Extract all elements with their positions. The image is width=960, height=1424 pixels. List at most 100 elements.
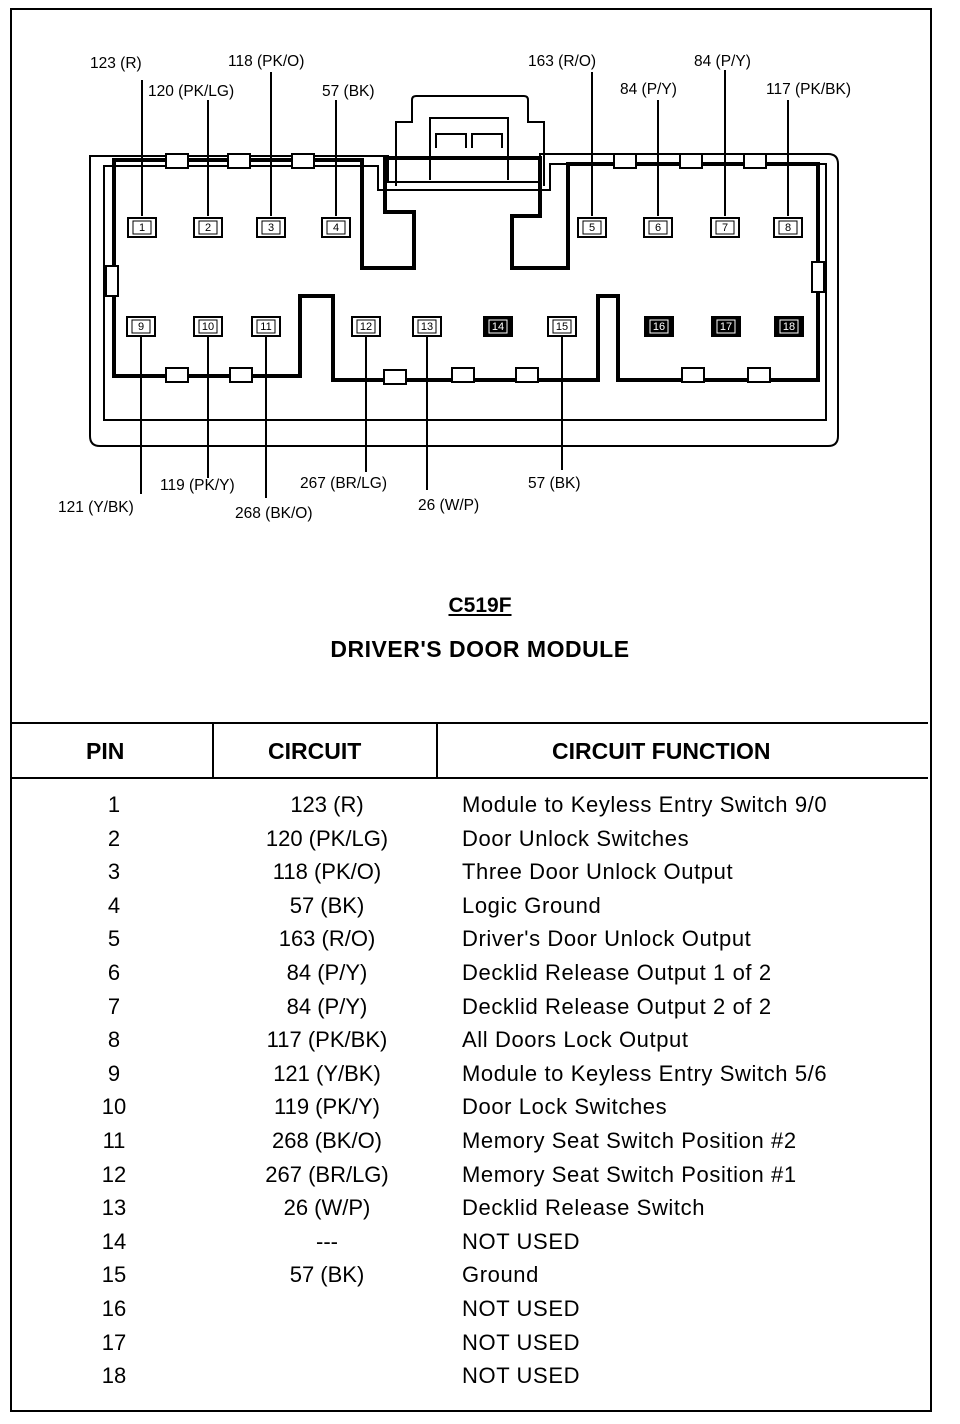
function-cell: Three Door Unlock Output	[462, 859, 734, 885]
pin-cell: 12	[101, 1161, 127, 1187]
pin-cavity: 14	[483, 316, 513, 337]
latch-tabs	[435, 133, 503, 148]
pin-cell: 6	[107, 959, 121, 985]
wire-callout-pin12: 267 (BR/LG)	[300, 475, 387, 492]
pin-cell: 10	[101, 1094, 127, 1120]
function-cell: Memory Seat Switch Position #2	[462, 1127, 797, 1153]
wire-callout-pin8: 117 (PK/BK)	[766, 81, 851, 98]
wire-callout-pin5: 163 (R/O)	[528, 53, 596, 70]
function-cell: Door Unlock Switches	[462, 825, 690, 851]
rib	[383, 369, 407, 385]
function-cell: NOT USED	[462, 1228, 581, 1254]
pin-number: 9	[138, 321, 144, 333]
latch-inner	[429, 117, 509, 180]
pin-cavity: 16	[644, 316, 674, 337]
circuit-cell: 267 (BR/LG)	[265, 1161, 389, 1187]
rib	[747, 367, 771, 383]
function-cell: NOT USED	[462, 1295, 581, 1321]
wire-callouts: 123 (R)120 (PK/LG)118 (PK/O)57 (BK)163 (…	[58, 53, 851, 522]
circuit-cell: 118 (PK/O)	[272, 859, 382, 885]
pin-box	[643, 217, 673, 238]
table-top-rule	[12, 722, 928, 724]
header-circuit-function: CIRCUIT FUNCTION	[552, 738, 771, 764]
pin-box-inner	[261, 220, 281, 235]
function-cell: Ground	[462, 1262, 539, 1288]
pin-box-inner	[132, 220, 152, 235]
pin-number: 17	[720, 321, 732, 333]
pin-cavity: 3	[256, 217, 286, 238]
pin-number: 5	[589, 222, 595, 234]
connector-name: DRIVER'S DOOR MODULE	[330, 636, 630, 662]
pin-cell: 5	[107, 926, 121, 952]
pin-number: 18	[783, 321, 795, 333]
pin-box	[256, 217, 286, 238]
connector-id: C519F	[448, 594, 512, 617]
pin-number: 4	[333, 222, 339, 234]
pin-number: 13	[421, 321, 433, 333]
pin-box	[193, 217, 223, 238]
side-key	[105, 265, 119, 297]
pin-box	[774, 316, 804, 337]
pin-cavity: 13	[412, 316, 442, 337]
pin-cavity: 11	[251, 316, 281, 337]
pin-box-inner	[716, 319, 736, 334]
circuit-cell: 123 (R)	[290, 792, 364, 817]
wire-callout-pin6: 84 (P/Y)	[620, 81, 677, 98]
pin-cavity: 15	[547, 316, 577, 337]
circuit-cell: 120 (PK/LG)	[265, 825, 389, 851]
pin-box-inner	[552, 319, 572, 334]
pin-cell: 2	[107, 825, 121, 851]
pin-number: 8	[785, 222, 791, 234]
pin-box-inner	[779, 319, 799, 334]
pin-cell: 14	[101, 1228, 127, 1254]
left-cavity-block	[112, 156, 820, 382]
table-row: 14---NOT USED	[12, 1229, 932, 1263]
pin-cell: 3	[107, 859, 121, 885]
pin-box	[773, 217, 803, 238]
pin-number: 12	[360, 321, 372, 333]
circuit-cell: 26 (W/P)	[283, 1195, 371, 1221]
function-cell: Decklid Release Output 1 of 2	[462, 959, 772, 985]
table-row: 2 120 (PK/LG) Door Unlock Switches	[12, 826, 932, 860]
pin-cavity: 1	[127, 217, 157, 238]
latch	[395, 95, 545, 186]
rib	[679, 153, 703, 169]
wire-callout-pin9: 121 (Y/BK)	[58, 499, 134, 516]
rib	[291, 153, 315, 169]
pin-cavity: 18	[774, 316, 804, 337]
pin-cell: 13	[101, 1195, 127, 1221]
rib	[681, 367, 705, 383]
pin-box-inner	[649, 319, 669, 334]
header-pin: PIN	[86, 738, 125, 764]
pin-box-inner	[715, 220, 735, 235]
column-divider	[436, 724, 438, 778]
pin-cavity: 7	[710, 217, 740, 238]
table-row: 3 118 (PK/O) Three Door Unlock Output	[12, 859, 932, 893]
pin-box-inner	[582, 220, 602, 235]
pin-box	[710, 217, 740, 238]
pin-cell: 11	[102, 1127, 126, 1153]
pin-cavity: 12	[351, 316, 381, 337]
rib	[227, 153, 251, 169]
pin-box-inner	[198, 220, 218, 235]
pin-cell: 9	[107, 1060, 121, 1086]
pin-number: 10	[202, 321, 214, 333]
pin-cavity: 9	[126, 316, 156, 337]
pin-cavity: 2	[193, 217, 223, 238]
pin-cell: 7	[107, 993, 121, 1019]
pin-box-inner	[198, 319, 218, 334]
pin-number: 3	[268, 222, 274, 234]
circuit-cell: 117 (PK/BK)	[266, 1027, 388, 1053]
pin-box	[193, 316, 223, 337]
pin-box-inner	[356, 319, 376, 334]
page-frame	[10, 8, 932, 1412]
pin-box	[351, 316, 381, 337]
